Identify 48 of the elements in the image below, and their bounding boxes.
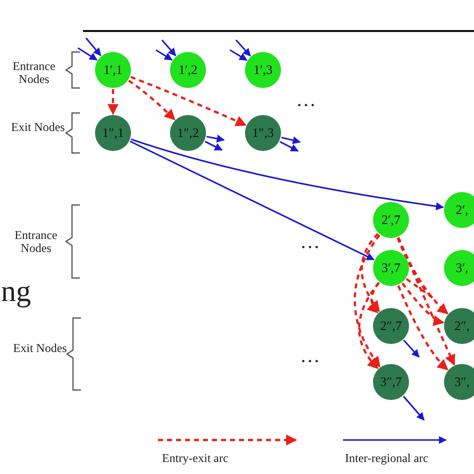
exit-node: 3″,7 [373, 364, 409, 400]
arrow [128, 80, 176, 120]
exit-node: 2″, [444, 308, 474, 344]
arrow [366, 282, 380, 314]
arrow [235, 39, 251, 56]
arrow [130, 76, 247, 126]
ellipsis: … [296, 90, 318, 111]
arrow [280, 140, 299, 152]
entrance-node: 1′,1 [95, 52, 131, 88]
entrance-node: 2′, [444, 192, 474, 228]
arrow [130, 140, 375, 260]
arrow [397, 237, 456, 366]
node-group-label: Exit Nodes [10, 121, 66, 134]
arrow [108, 89, 118, 116]
arrow [204, 140, 223, 151]
arrow [402, 396, 425, 421]
node-group-label: Entrance Nodes [14, 229, 58, 255]
node-group-label: Entrance Nodes [12, 60, 56, 86]
legend-label: Inter-regional arc [345, 452, 428, 464]
node-group-label: Exit Nodes [12, 342, 68, 355]
arrow [403, 340, 420, 358]
arrow [281, 136, 301, 144]
arrow [402, 282, 444, 326]
arrow [78, 47, 98, 61]
ellipsis: … [300, 346, 322, 367]
entrance-node: 3′, [444, 250, 474, 286]
legend-label: Entry-exit arc [162, 452, 228, 464]
arrow [130, 138, 444, 210]
arrow [397, 285, 448, 370]
arrow [206, 134, 225, 143]
arrow [360, 232, 380, 312]
entrance-node: 3′,7 [373, 250, 409, 286]
arrow [354, 234, 381, 368]
exit-node: 2″,7 [373, 308, 409, 344]
entrance-node: 1′,3 [245, 52, 281, 88]
entrance-node: 2′,7 [373, 202, 409, 238]
arrow [85, 37, 102, 56]
arrow [358, 282, 380, 370]
exit-node: 1″,3 [245, 115, 281, 151]
exit-node: 1″,1 [95, 115, 131, 151]
entrance-node: 1′,2 [170, 52, 206, 88]
partial-text: ng [1, 276, 31, 307]
arrow [230, 49, 248, 61]
arrow [161, 39, 176, 56]
arrow [156, 49, 173, 61]
exit-node: 3″, [444, 364, 474, 400]
exit-node: 1″,2 [170, 115, 206, 151]
ellipsis: … [300, 232, 322, 253]
